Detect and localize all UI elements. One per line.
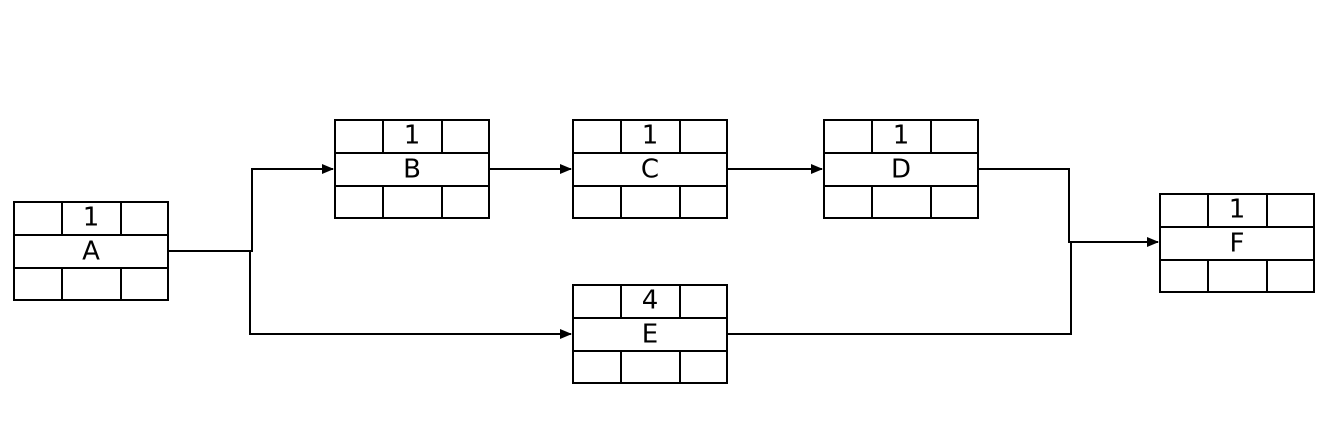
edge-a-to-e bbox=[168, 250, 572, 339]
node-a-label: A bbox=[82, 237, 100, 267]
edge-d-to-f bbox=[978, 168, 1159, 247]
node-d-label: D bbox=[891, 155, 911, 185]
node-e: 4 E bbox=[572, 284, 728, 384]
node-c: 1 C bbox=[572, 119, 728, 219]
edges-layer bbox=[168, 164, 1159, 339]
node-f-label: F bbox=[1230, 229, 1245, 259]
node-c-label: C bbox=[641, 155, 659, 185]
node-f-duration: 1 bbox=[1229, 195, 1246, 225]
edge-a-to-b bbox=[168, 164, 334, 252]
node-a: 1 A bbox=[13, 201, 169, 301]
node-f: 1 F bbox=[1159, 193, 1315, 293]
node-b-label: B bbox=[403, 155, 421, 185]
node-d: 1 D bbox=[823, 119, 979, 219]
node-d-duration: 1 bbox=[893, 121, 910, 151]
node-b-duration: 1 bbox=[404, 121, 421, 151]
node-e-label: E bbox=[642, 320, 658, 350]
node-c-duration: 1 bbox=[642, 121, 659, 151]
node-a-duration: 1 bbox=[83, 203, 100, 233]
node-e-duration: 4 bbox=[642, 286, 659, 316]
edge-e-to-f bbox=[727, 242, 1072, 335]
node-b: 1 B bbox=[334, 119, 490, 219]
